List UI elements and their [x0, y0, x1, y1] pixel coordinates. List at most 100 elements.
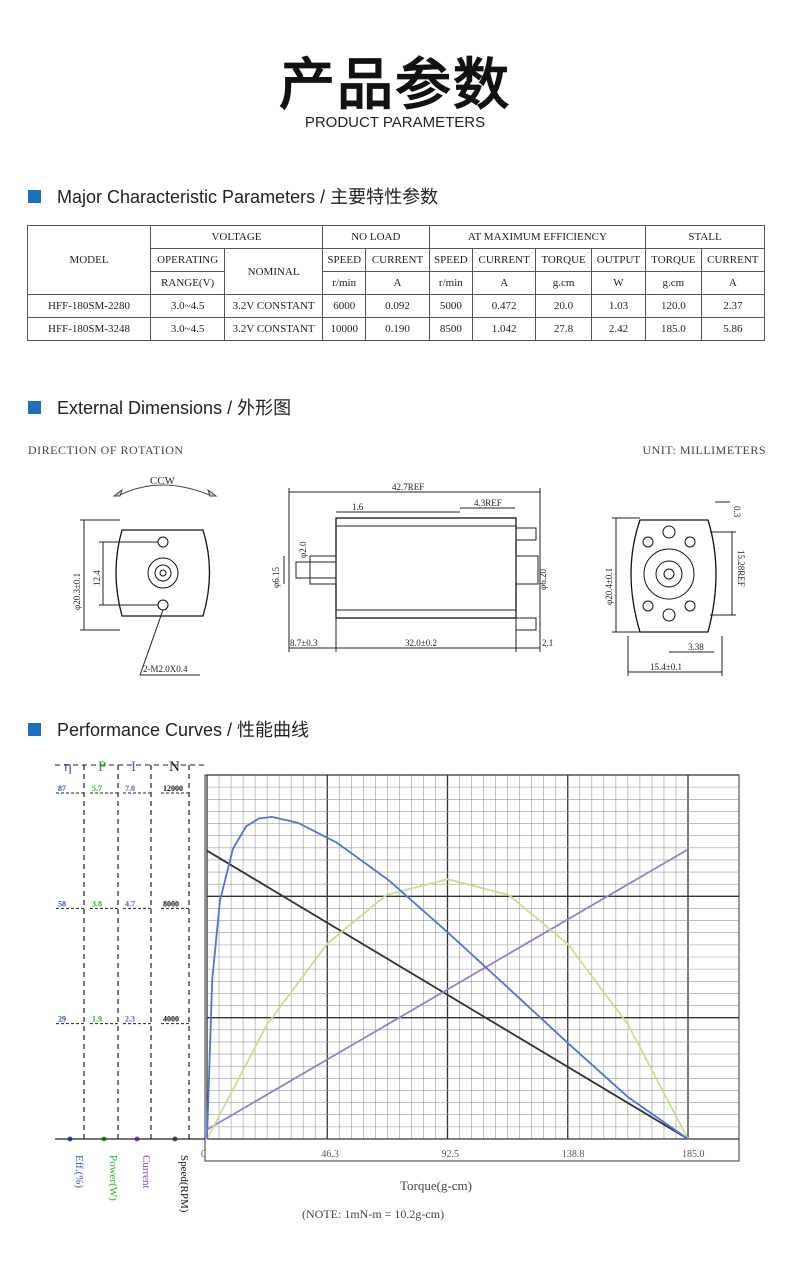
th-unit: A	[472, 271, 537, 295]
th-unit: r/min	[322, 271, 367, 295]
dim-label: 3.38	[688, 642, 704, 652]
cell-model: HFF-180SM-2280	[27, 294, 151, 318]
section-square-icon	[28, 722, 41, 736]
section-square-icon	[28, 189, 41, 203]
th-speed: SPEED	[428, 248, 474, 272]
page-title: 产品参数	[279, 53, 511, 118]
scale-axis-label: Speed(RPM)	[178, 1155, 190, 1213]
table-header-range: RANGE(V)	[149, 271, 226, 295]
scale-axis-label: Eff.(%)	[73, 1155, 85, 1188]
cell: 0.472	[472, 294, 537, 318]
cell: 10000	[322, 317, 367, 341]
cell: 1.03	[590, 294, 647, 318]
section-title: External Dimensions / 外形图	[57, 398, 292, 418]
scale-symbol: η	[64, 759, 72, 775]
x-axis-label: Torque(g-cm)	[400, 1178, 472, 1193]
ccw-label: CCW	[150, 475, 176, 487]
table-header-noload: NO LOAD	[322, 225, 430, 249]
th-current: CURRENT	[365, 248, 430, 272]
parameter-table: MODEL VOLTAGE NO LOAD AT MAXIMUM EFFICIE…	[27, 225, 766, 341]
scale-tick-label: 5.7	[92, 784, 102, 793]
th-unit: W	[590, 271, 647, 295]
plot-frame	[204, 774, 740, 1162]
table-row: HFF-180SM-2280 3.0~4.5 3.2V CONSTANT 600…	[27, 294, 766, 318]
x-tick-label: 0	[201, 1149, 206, 1160]
performance-chart: η875829P5.73.81.9I7.04.72.3N120008000400…	[55, 759, 740, 1221]
x-tick-label: 185.0	[682, 1149, 705, 1160]
cell: 8500	[428, 317, 474, 341]
page-subtitle: PRODUCT PARAMETERS	[304, 114, 486, 131]
th-unit: r/min	[428, 271, 474, 295]
dim-label: φ20.4±0.1	[604, 568, 614, 605]
section-header-params: Major Characteristic Parameters / 主要特性参数	[28, 183, 438, 209]
table-header-model: MODEL	[27, 225, 151, 295]
dim-label: 15.28REF	[736, 550, 746, 587]
scale-symbol: I	[131, 759, 136, 775]
dim-label: 8.7±0.3	[290, 638, 318, 648]
scale-symbol: N	[169, 759, 180, 775]
dim-label: φ6.15	[271, 567, 281, 588]
cell: 3.2V CONSTANT	[224, 294, 324, 318]
section-title: Performance Curves / 性能曲线	[57, 720, 310, 740]
scale-tick-label: 29	[58, 1015, 66, 1024]
scale-tick-label: 1.9	[92, 1015, 102, 1024]
dim-label: 2-M2.0X0.4	[143, 664, 188, 674]
cell: 20.0	[535, 294, 592, 318]
x-tick-label: 138.8	[562, 1149, 585, 1160]
x-tick-label: 92.5	[442, 1149, 460, 1160]
chart-note: (NOTE: 1mN-m = 10.2g-cm)	[302, 1207, 444, 1221]
table-row: HFF-180SM-3248 3.0~4.5 3.2V CONSTANT 100…	[27, 317, 766, 341]
dim-label: 0.3	[732, 506, 742, 518]
cell: 27.8	[535, 317, 592, 341]
cell: 6000	[322, 294, 367, 318]
th-current: CURRENT	[472, 248, 537, 272]
dim-label: φ6.20	[538, 569, 548, 590]
table-header-maxeff: AT MAXIMUM EFFICIENCY	[428, 225, 647, 249]
cell: 5.86	[700, 317, 766, 341]
th-unit: g.cm	[535, 271, 592, 295]
th-torque: TORQUE	[645, 248, 702, 272]
dim-label: φ20.3±0.1	[72, 573, 82, 610]
dim-label: 2.1	[542, 638, 553, 648]
th-unit: g.cm	[645, 271, 702, 295]
scale-tick-label: 3.8	[92, 899, 102, 908]
scale-symbol: P	[98, 759, 106, 775]
th-speed: SPEED	[322, 248, 367, 272]
scale-tick-label: 58	[58, 899, 66, 908]
cell: 1.042	[472, 317, 537, 341]
scale-axis-label: Power(W)	[107, 1155, 119, 1201]
dim-label: φ2.0	[298, 541, 308, 558]
dim-label: 12.4	[92, 570, 102, 586]
dim-label: 32.0±0.2	[405, 638, 437, 648]
x-tick-label: 46.3	[321, 1149, 339, 1160]
dim-label: 42.7REF	[392, 482, 424, 492]
series-group	[206, 815, 689, 1140]
grid	[206, 774, 739, 1140]
scale-tick-label: 12000	[163, 784, 183, 793]
scale-tick-label: 87	[58, 784, 66, 793]
value-scales: η875829P5.73.81.9I7.04.72.3N120008000400…	[55, 759, 205, 1142]
direction-label: DIRECTION OF ROTATION	[28, 443, 184, 457]
series-current-line	[206, 848, 689, 1131]
scale-tick-label: 8000	[163, 899, 179, 908]
section-header-dims: External Dimensions / 外形图	[28, 394, 291, 420]
dim-label: 15.4±0.1	[650, 662, 682, 672]
unit-label: UNIT: MILLIMETERS	[642, 443, 766, 457]
scale-tick-label: 4000	[163, 1015, 179, 1024]
series-power-line	[206, 878, 689, 1140]
section-title: Major Characteristic Parameters / 主要特性参数	[57, 187, 439, 207]
table-header-stall: STALL	[645, 225, 765, 249]
dimension-drawing: CCW φ20.3±0.1 12.4 2-M2.0X0.4 42.7REF 1.…	[72, 475, 746, 676]
front-view: CCW φ20.3±0.1 12.4 2-M2.0X0.4	[72, 475, 218, 676]
cell: 5000	[428, 294, 474, 318]
scale-tick-label: 7.0	[125, 784, 135, 793]
series-speed-line	[206, 849, 689, 1140]
cell-model: HFF-180SM-3248	[27, 317, 151, 341]
cell: 3.2V CONSTANT	[224, 317, 324, 341]
table-header-nominal: NOMINAL	[224, 248, 324, 295]
cell: 2.42	[590, 317, 647, 341]
side-view: 42.7REF 1.6 4.3REF 8.7±0.3 32.0±0.2 2.1 …	[271, 482, 553, 652]
section-square-icon	[28, 400, 41, 414]
section-header-curves: Performance Curves / 性能曲线	[28, 716, 309, 742]
